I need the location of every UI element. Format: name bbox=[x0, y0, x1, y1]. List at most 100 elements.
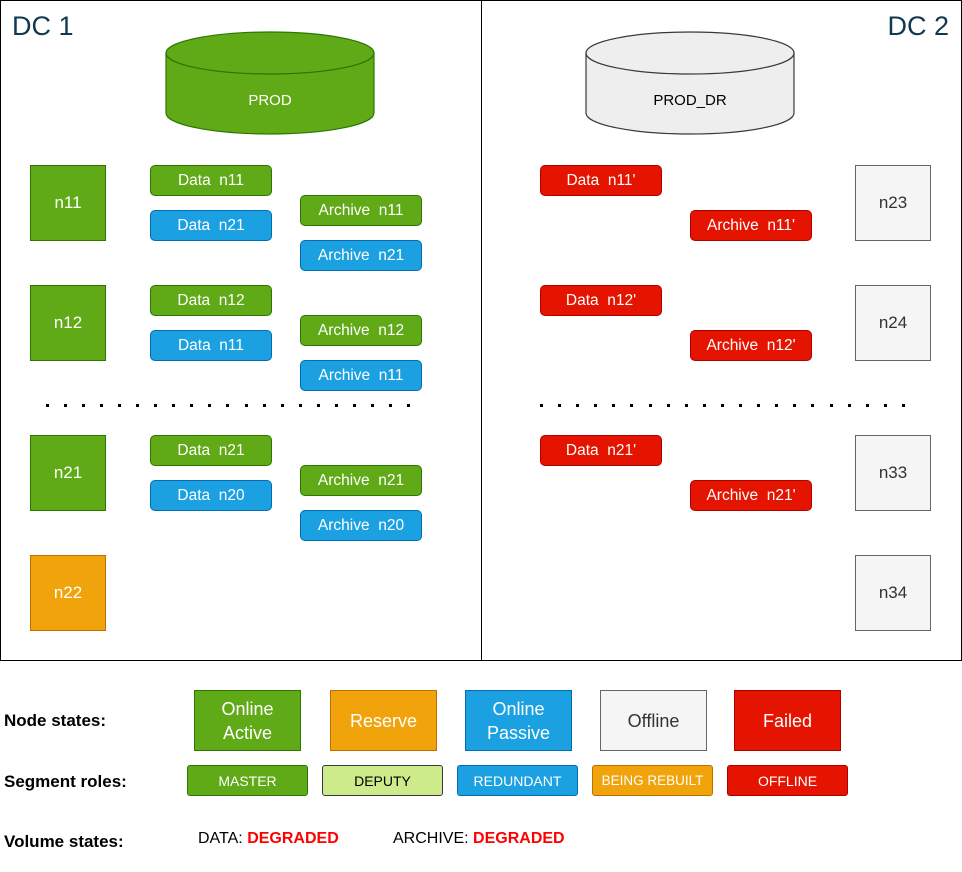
ellipsis-dot bbox=[154, 404, 158, 407]
legend-text: Reserve bbox=[349, 710, 418, 731]
database-cylinder-icon bbox=[165, 31, 375, 135]
ellipsis-dot bbox=[684, 404, 688, 407]
volume-status-badge: DEGRADED bbox=[247, 830, 339, 847]
ellipsis-dot bbox=[811, 404, 815, 407]
node-n24[interactable]: n24 bbox=[855, 285, 931, 361]
node-n23[interactable]: n23 bbox=[855, 165, 931, 241]
legend-role-being-rebuilt: BEING REBUILT bbox=[592, 765, 713, 796]
ellipsis-dot bbox=[280, 404, 284, 407]
segment-data-offline[interactable]: Data n12' bbox=[540, 285, 662, 316]
volume-name: DATA: bbox=[198, 830, 243, 847]
volume-prod-dr[interactable]: PROD_DR bbox=[584, 30, 796, 138]
ellipsis-dot bbox=[883, 404, 887, 407]
ellipsis-dot bbox=[757, 404, 761, 407]
legend-node-failed: Failed bbox=[734, 690, 841, 751]
segment-data-master[interactable]: Data n21 bbox=[150, 435, 272, 466]
legend-text: Online bbox=[492, 698, 545, 719]
ellipsis-dot bbox=[630, 404, 634, 407]
database-cylinder-icon bbox=[585, 31, 795, 135]
ellipsis-dot bbox=[370, 404, 374, 407]
volume-state-archive: ARCHIVE: DEGRADED bbox=[393, 830, 565, 848]
ellipsis-dot bbox=[775, 404, 779, 407]
segment-archive-master[interactable]: Archive n11 bbox=[300, 195, 422, 226]
ellipsis-dot bbox=[648, 404, 652, 407]
legend-text: Offline bbox=[627, 710, 680, 731]
ellipsis-dot bbox=[865, 404, 869, 407]
ellipsis-dot bbox=[82, 404, 86, 407]
node-n33[interactable]: n33 bbox=[855, 435, 931, 511]
segment-archive-redundant[interactable]: Archive n11 bbox=[300, 360, 422, 391]
segment-data-master[interactable]: Data n11 bbox=[150, 165, 272, 196]
segment-roles-label: Segment roles: bbox=[4, 772, 127, 791]
ellipsis-dot bbox=[136, 404, 140, 407]
segment-archive-master[interactable]: Archive n21 bbox=[300, 465, 422, 496]
volume-name: ARCHIVE: bbox=[393, 830, 469, 847]
volume-label: PROD_DR bbox=[653, 92, 727, 109]
ellipsis-separator bbox=[46, 404, 410, 408]
ellipsis-dot bbox=[901, 404, 905, 407]
segment-data-offline[interactable]: Data n21' bbox=[540, 435, 662, 466]
node-n34[interactable]: n34 bbox=[855, 555, 931, 631]
ellipsis-dot bbox=[739, 404, 743, 407]
node-n21[interactable]: n21 bbox=[30, 435, 106, 511]
node-n22[interactable]: n22 bbox=[30, 555, 106, 631]
datacenter-title: DC 2 bbox=[887, 11, 949, 41]
segment-archive-redundant[interactable]: Archive n20 bbox=[300, 510, 422, 541]
ellipsis-dot bbox=[847, 404, 851, 407]
ellipsis-dot bbox=[172, 404, 176, 407]
volume-status-badge: DEGRADED bbox=[473, 830, 565, 847]
ellipsis-dot bbox=[576, 404, 580, 407]
legend-text: Active bbox=[222, 722, 273, 743]
ellipsis-dot bbox=[702, 404, 706, 407]
segment-archive-offline[interactable]: Archive n12' bbox=[690, 330, 812, 361]
ellipsis-dot bbox=[666, 404, 670, 407]
segment-data-offline[interactable]: Data n11' bbox=[540, 165, 662, 196]
legend-text: Passive bbox=[486, 722, 551, 743]
legend-text: Failed bbox=[762, 710, 813, 731]
ellipsis-dot bbox=[540, 404, 543, 407]
node-n11[interactable]: n11 bbox=[30, 165, 106, 241]
legend-node-reserve: Reserve bbox=[330, 690, 437, 751]
ellipsis-dot bbox=[352, 404, 356, 407]
legend-text: Online bbox=[221, 698, 274, 719]
segment-data-redundant[interactable]: Data n20 bbox=[150, 480, 272, 511]
ellipsis-dot bbox=[793, 404, 797, 407]
segment-archive-offline[interactable]: Archive n21' bbox=[690, 480, 812, 511]
segment-data-redundant[interactable]: Data n11 bbox=[150, 330, 272, 361]
ellipsis-dot bbox=[406, 404, 410, 407]
segment-data-redundant[interactable]: Data n21 bbox=[150, 210, 272, 241]
ellipsis-dot bbox=[64, 404, 68, 407]
ellipsis-dot bbox=[208, 404, 212, 407]
ellipsis-dot bbox=[829, 404, 833, 407]
datacenter-title: DC 1 bbox=[12, 11, 74, 41]
volume-states-label: Volume states: bbox=[4, 832, 124, 851]
ellipsis-dot bbox=[388, 404, 392, 407]
ellipsis-dot bbox=[594, 404, 598, 407]
volume-label: PROD bbox=[248, 92, 292, 109]
ellipsis-dot bbox=[558, 404, 562, 407]
segment-archive-redundant[interactable]: Archive n21 bbox=[300, 240, 422, 271]
legend-role-deputy: DEPUTY bbox=[322, 765, 443, 796]
volume-prod[interactable]: PROD bbox=[164, 30, 376, 138]
ellipsis-dot bbox=[262, 404, 266, 407]
node-states-label: Node states: bbox=[4, 711, 107, 730]
ellipsis-dot bbox=[316, 404, 320, 407]
ellipsis-dot bbox=[612, 404, 616, 407]
ellipsis-dot bbox=[720, 404, 724, 407]
node-n12[interactable]: n12 bbox=[30, 285, 106, 361]
legend-role-master: MASTER bbox=[187, 765, 308, 796]
ellipsis-dot bbox=[100, 404, 104, 407]
ellipsis-separator bbox=[540, 404, 905, 408]
legend-node-offline: Offline bbox=[600, 690, 707, 751]
segment-archive-master[interactable]: Archive n12 bbox=[300, 315, 422, 346]
ellipsis-dot bbox=[118, 404, 122, 407]
segment-archive-offline[interactable]: Archive n11' bbox=[690, 210, 812, 241]
ellipsis-dot bbox=[334, 404, 338, 407]
ellipsis-dot bbox=[226, 404, 230, 407]
legend-role-offline: OFFLINE bbox=[727, 765, 848, 796]
ellipsis-dot bbox=[46, 404, 49, 407]
ellipsis-dot bbox=[298, 404, 302, 407]
segment-data-master[interactable]: Data n12 bbox=[150, 285, 272, 316]
